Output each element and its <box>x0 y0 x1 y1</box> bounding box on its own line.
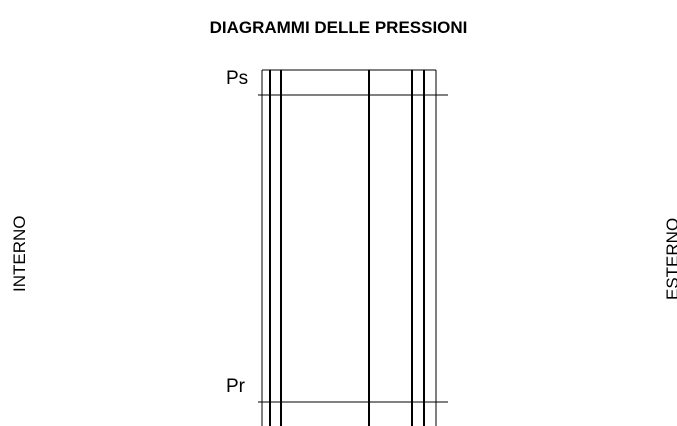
ps-label: Ps <box>226 68 249 89</box>
diagram-title: DIAGRAMMI DELLE PRESSIONI <box>209 18 468 37</box>
pr-label: Pr <box>226 376 245 397</box>
